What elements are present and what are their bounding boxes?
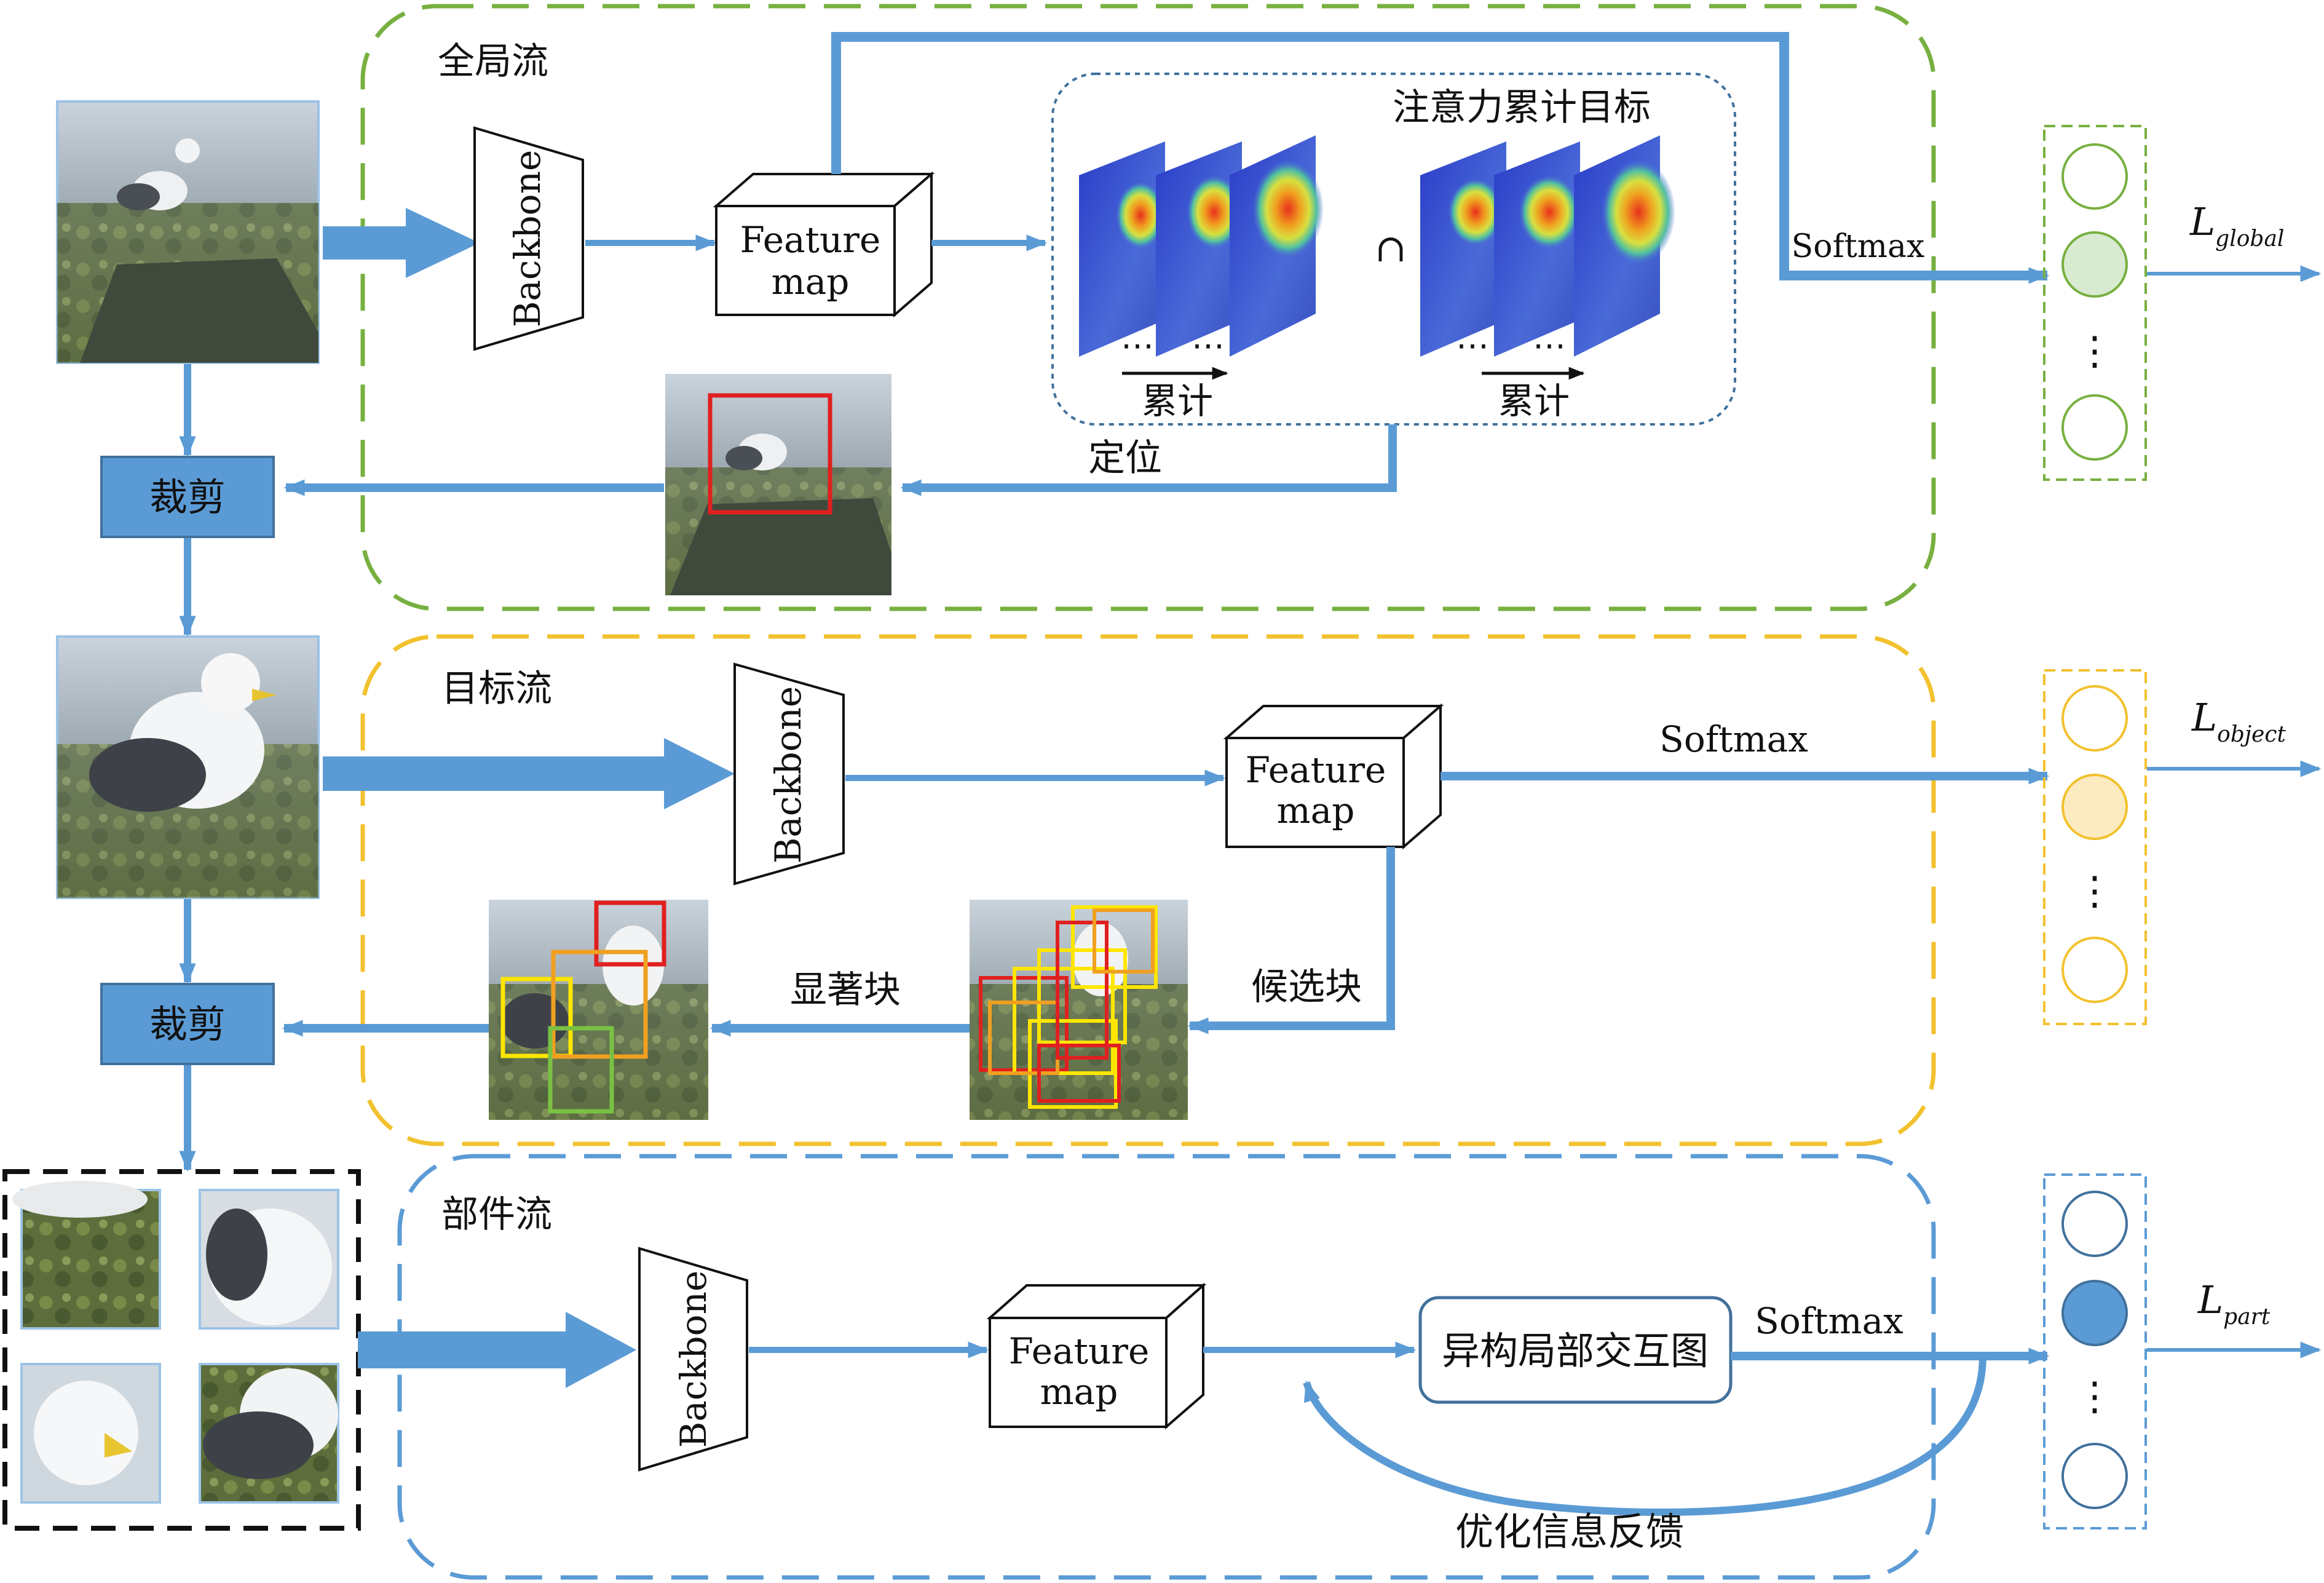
intersection-symbol: ∩ [1375,226,1407,271]
classifier-part [2043,1173,2147,1529]
cropped-object-image [56,635,320,899]
salient-label: 显著块 [790,969,901,1012]
loss-part: Lpart [2197,1277,2271,1330]
classifier-object-vdots: ⋮ [2075,868,2114,914]
global-stream-container [360,4,1936,611]
svg-text:Backbone: Backbone [507,150,548,328]
locate-arrow [900,424,1397,496]
classifier-object [2043,669,2147,1025]
ellipsis-right: ⋯ [1456,326,1489,365]
loss-global: Lglobal [2189,199,2284,252]
crop-button-2: 裁剪 [100,983,275,1065]
global-stream-title: 全局流 [438,40,548,83]
classifier-object-node-2 [2061,774,2128,840]
big-arrow-global [323,208,480,278]
accumulate-label-right: 累计 [1498,380,1570,422]
loss-object: Lobject [2191,695,2286,747]
svg-text:Backbone: Backbone [673,1271,714,1448]
salient-patches-image [489,900,708,1120]
attention-accumulation-box [1051,73,1736,426]
part-stream-container [397,1154,1936,1580]
svg-text:Backbone: Backbone [767,686,809,864]
svg-text:裁剪: 裁剪 [149,1002,226,1047]
heatmap-stack-right [1420,135,1675,357]
heterogeneous-graph-box: 异构局部交互图 [1418,1296,1733,1404]
classifier-object-node-3 [2061,937,2128,1003]
classifier-object-node-1 [2061,685,2128,752]
svg-text:map: map [772,261,850,303]
part-patch-1 [12,1181,161,1330]
classifier-global-node-3 [2061,394,2128,461]
backbone-part: Backbone [638,1247,748,1472]
big-arrow-part [358,1312,636,1388]
ellipsis-left: ⋯ [1121,326,1154,365]
part-stream-title: 部件流 [441,1193,552,1236]
softmax-label-object: Softmax [1659,718,1808,760]
classifier-part-node-3 [2061,1443,2128,1509]
softmax-label-global: Softmax [1792,228,1925,265]
svg-text:Feature: Feature [740,219,881,261]
backbone-object: Backbone [733,662,845,886]
backbone-global: Backbone [473,126,584,351]
svg-text:Feature: Feature [1246,749,1386,791]
softmax-label-part: Softmax [1755,1300,1903,1342]
heatmap-stack-left [1079,135,1324,357]
feature-map-global: Feature map [713,171,935,318]
svg-text:Feature: Feature [1009,1330,1150,1372]
feedback-label: 优化信息反馈 [1455,1509,1684,1554]
ellipsis-right-2: ⋯ [1533,326,1566,365]
object-stream-title: 目标流 [441,667,552,710]
global-softmax-path [831,32,2050,284]
classifier-global-node-2 [2061,231,2128,298]
classifier-global-vdots: ⋮ [2075,328,2114,374]
crop-button-1: 裁剪 [100,456,275,538]
feature-map-object: Feature map [1223,703,1444,850]
localization-image [665,374,891,595]
part-patch-4 [199,1363,339,1504]
feedback-curve [1303,1355,1986,1516]
ellipsis-left-2: ⋯ [1192,326,1225,365]
part-patch-3 [20,1363,161,1504]
svg-text:异构局部交互图: 异构局部交互图 [1442,1328,1709,1373]
candidate-arrow [1187,847,1395,1034]
candidate-label: 候选块 [1251,966,1362,1009]
big-arrow-object [323,738,735,809]
svg-text:map: map [1277,790,1355,831]
classifier-global-node-1 [2061,143,2128,210]
locate-label: 定位 [1088,437,1162,480]
part-patch-2 [199,1189,339,1330]
accumulate-label-left: 累计 [1142,380,1213,422]
svg-text:裁剪: 裁剪 [149,475,226,520]
candidate-patches-image [970,900,1188,1120]
input-image-full [56,100,320,364]
classifier-part-node-2 [2061,1280,2128,1346]
classifier-global [2043,125,2147,481]
attention-title: 注意力累计目标 [1393,86,1651,129]
svg-text:map: map [1040,1371,1118,1413]
classifier-part-vdots: ⋮ [2075,1374,2114,1419]
feature-map-part: Feature map [986,1282,1207,1430]
classifier-part-node-1 [2061,1191,2128,1257]
object-stream-container [360,634,1936,1146]
